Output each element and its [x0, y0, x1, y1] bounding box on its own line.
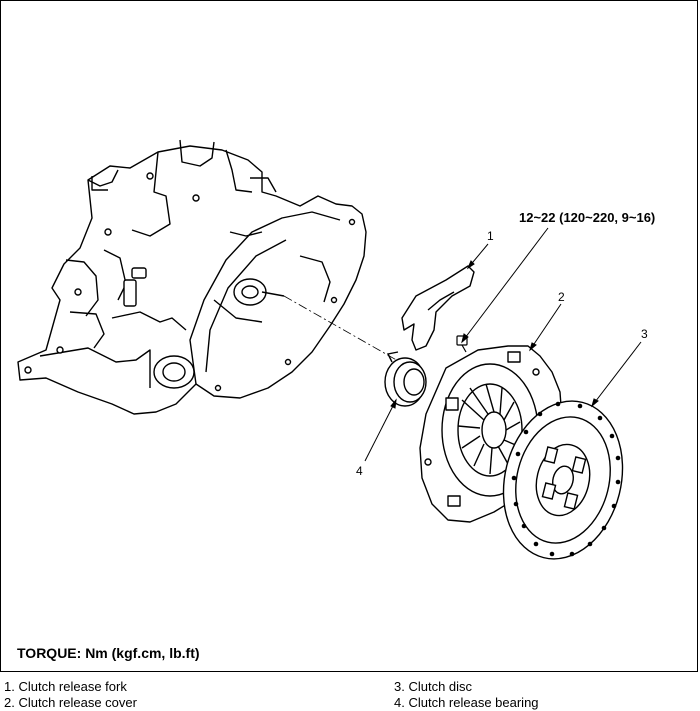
callout-number-2: 2: [558, 290, 565, 304]
callout-number-4: 4: [356, 464, 363, 478]
clutch-release-bearing: [384, 351, 427, 407]
leader-lines: [364, 227, 642, 462]
callout-number-1: 1: [487, 229, 494, 243]
exploded-view-illustration: 1 2 3 4: [17, 139, 648, 560]
clutch-release-fork: [401, 265, 475, 351]
clutch-disc: [502, 400, 624, 560]
center-axis-line: [283, 295, 401, 363]
torque-spec-label: 12~22 (120~220, 9~16): [519, 210, 656, 225]
legend-item-clutch-release-fork: 1. Clutch release fork: [4, 679, 127, 694]
diagram-frame: [0, 0, 698, 672]
legend-item-clutch-release-bearing: 4. Clutch release bearing: [394, 695, 539, 710]
torque-units-title: TORQUE: Nm (kgf.cm, lb.ft): [17, 645, 200, 661]
legend-item-clutch-release-cover: 2. Clutch release cover: [4, 695, 137, 710]
transmission-housing: [17, 139, 367, 415]
callout-number-3: 3: [641, 327, 648, 341]
legend-item-clutch-disc: 3. Clutch disc: [394, 679, 473, 694]
